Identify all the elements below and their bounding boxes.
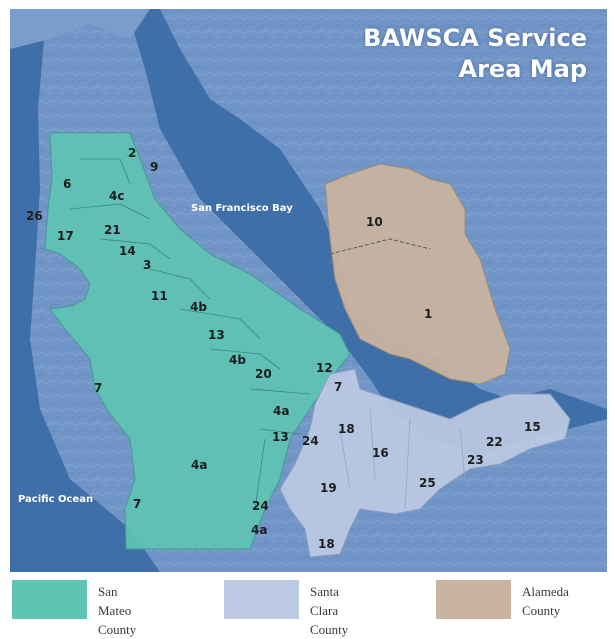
- region-label: 16: [372, 446, 389, 460]
- map-title: BAWSCA Service Area Map: [363, 23, 587, 85]
- legend-text: Santa Clara County: [310, 584, 349, 637]
- region-label: 13: [208, 328, 225, 342]
- map-canvas: San Francisco Bay Pacific Ocean 1 2 3 4a…: [10, 9, 607, 572]
- service-area-map: San Francisco Bay Pacific Ocean 1 2 3 4a…: [10, 9, 607, 572]
- region-santa-clara: [279, 368, 571, 558]
- legend-swatch: [12, 580, 87, 619]
- region-san-mateo: [44, 132, 351, 550]
- region-label: 4c: [109, 189, 124, 203]
- region-label: 23: [467, 453, 484, 467]
- region-label: 4a: [251, 523, 267, 537]
- region-label: 3: [143, 258, 151, 272]
- region-label: 24: [252, 499, 269, 513]
- region-label: 7: [94, 381, 102, 395]
- alameda-boundary: [329, 238, 431, 255]
- region-label: 6: [63, 177, 71, 191]
- district-boundaries: [69, 158, 311, 510]
- region-label: 7: [334, 380, 342, 394]
- bay-label: San Francisco Bay: [191, 203, 293, 214]
- legend-text: Alameda County: [522, 584, 569, 618]
- region-label: 9: [150, 160, 158, 174]
- county-boundaries: [339, 408, 466, 510]
- region-label: 1: [424, 307, 432, 321]
- legend: San Mateo County Santa Clara County Alam…: [0, 576, 615, 637]
- region-label: 7: [133, 497, 141, 511]
- region-label: 15: [524, 420, 541, 434]
- map-title-line2: Area Map: [458, 55, 588, 83]
- legend-swatch: [436, 580, 511, 619]
- legend-swatch: [224, 580, 299, 619]
- region-label: 18: [338, 422, 355, 436]
- region-label: 4a: [191, 458, 207, 472]
- ocean-label: Pacific Ocean: [18, 494, 93, 505]
- region-label: 24: [302, 434, 319, 448]
- region-label: 25: [419, 476, 436, 490]
- region-label: 11: [151, 289, 168, 303]
- region-label: 21: [104, 223, 121, 237]
- region-label: 26: [26, 209, 43, 223]
- region-label: 20: [255, 367, 272, 381]
- region-label: 18: [318, 537, 335, 551]
- region-alameda: [324, 163, 511, 385]
- region-label: 4b: [229, 353, 246, 367]
- region-label: 12: [316, 361, 333, 375]
- region-label: 17: [57, 229, 74, 243]
- region-label: 22: [486, 435, 503, 449]
- legend-text: San Mateo County: [98, 584, 137, 637]
- marin-land: [10, 9, 150, 49]
- region-label: 4a: [273, 404, 289, 418]
- region-label: 19: [320, 481, 337, 495]
- region-label: 14: [119, 244, 136, 258]
- region-label: 13: [272, 430, 289, 444]
- map-title-line1: BAWSCA Service: [363, 24, 587, 52]
- region-label: 4b: [190, 300, 207, 314]
- region-label: 2: [128, 146, 136, 160]
- region-label: 10: [366, 215, 383, 229]
